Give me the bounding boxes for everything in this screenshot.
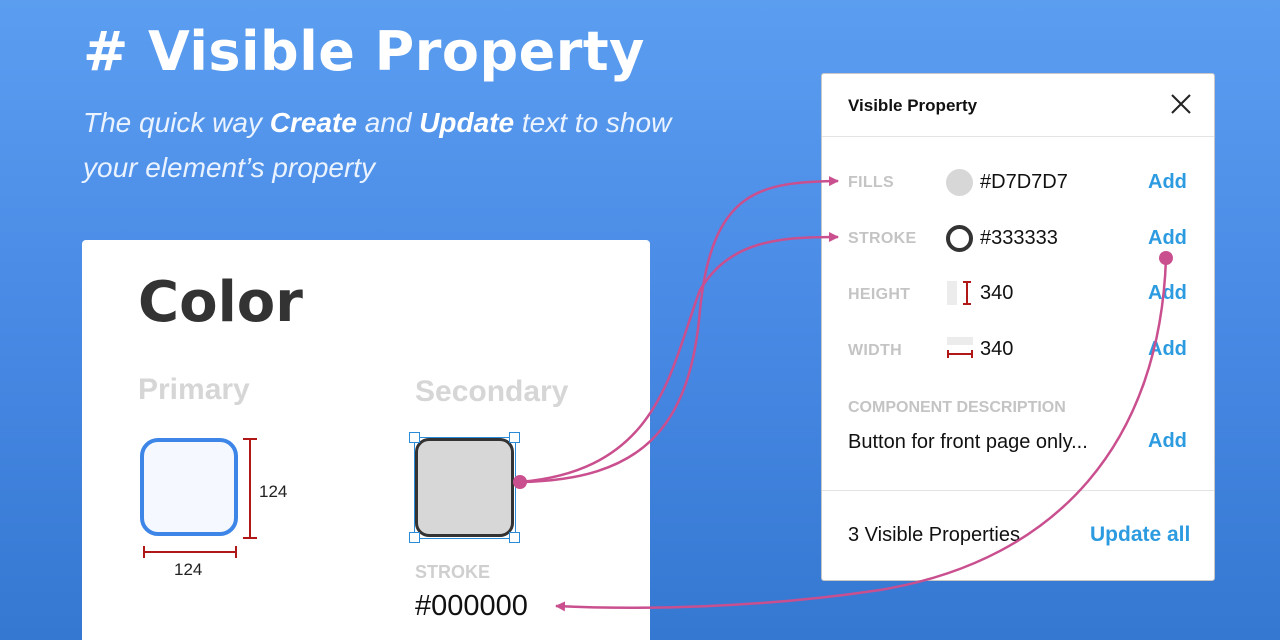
subtitle-text-1: The quick way: [83, 107, 270, 138]
visible-property-panel: Visible Property FILLS #D7D7D7 Add STROK…: [821, 73, 1215, 581]
resize-handle-top-right[interactable]: [509, 432, 520, 443]
height-add-button[interactable]: Add: [1148, 282, 1187, 304]
stroke-value: #333333: [980, 227, 1058, 249]
width-dimension-label: 124: [174, 560, 203, 579]
description-add-button[interactable]: Add: [1148, 430, 1187, 452]
height-icon: [946, 280, 974, 306]
resize-handle-bottom-right[interactable]: [509, 532, 520, 543]
subtitle-create: Create: [269, 107, 357, 138]
height-value: 340: [980, 282, 1014, 304]
hero-subtitle: The quick way Create and Update text to …: [83, 100, 723, 190]
hero-title: # Visible Property: [83, 20, 645, 83]
panel-title: Visible Property: [848, 96, 978, 115]
fills-value: #D7D7D7: [980, 171, 1068, 193]
subtitle-text-3: text to show your element’s property: [83, 107, 672, 183]
width-label: WIDTH: [848, 342, 902, 359]
width-add-button[interactable]: Add: [1148, 338, 1187, 360]
card-title: Color: [138, 270, 303, 335]
secondary-element[interactable]: [415, 438, 514, 537]
width-value: 340: [980, 338, 1014, 360]
width-icon: [946, 336, 974, 362]
panel-header-divider: [822, 136, 1214, 137]
resize-handle-bottom-left[interactable]: [409, 532, 420, 543]
visible-properties-count: 3 Visible Properties: [848, 524, 1020, 546]
height-dimension-line: [243, 438, 257, 539]
close-icon[interactable]: [1167, 90, 1195, 118]
subtitle-text-2: and: [356, 107, 420, 138]
height-dimension-label: 124: [259, 482, 288, 501]
stroke-swatch-icon: [946, 225, 973, 252]
fill-swatch-icon: [946, 169, 973, 196]
color-card: Color Primary Secondary 124 124 STROKE #…: [82, 240, 650, 640]
secondary-label: Secondary: [415, 375, 569, 408]
update-all-button[interactable]: Update all: [1090, 523, 1191, 546]
stroke-caption: STROKE: [415, 562, 491, 582]
description-label: COMPONENT DESCRIPTION: [848, 399, 1066, 416]
stroke-label: STROKE: [848, 230, 917, 247]
selection-frame: [414, 437, 516, 539]
subtitle-update: Update: [419, 107, 515, 138]
stroke-value-text: #000000: [415, 590, 528, 622]
width-dimension-line: [143, 546, 237, 558]
stroke-add-button[interactable]: Add: [1148, 227, 1187, 249]
fills-label: FILLS: [848, 174, 894, 191]
fills-add-button[interactable]: Add: [1148, 171, 1187, 193]
primary-label: Primary: [138, 373, 250, 406]
height-label: HEIGHT: [848, 286, 911, 303]
description-text: Button for front page only...: [848, 431, 1088, 453]
panel-footer-divider: [822, 490, 1214, 491]
primary-element[interactable]: [140, 438, 238, 536]
resize-handle-top-left[interactable]: [409, 432, 420, 443]
